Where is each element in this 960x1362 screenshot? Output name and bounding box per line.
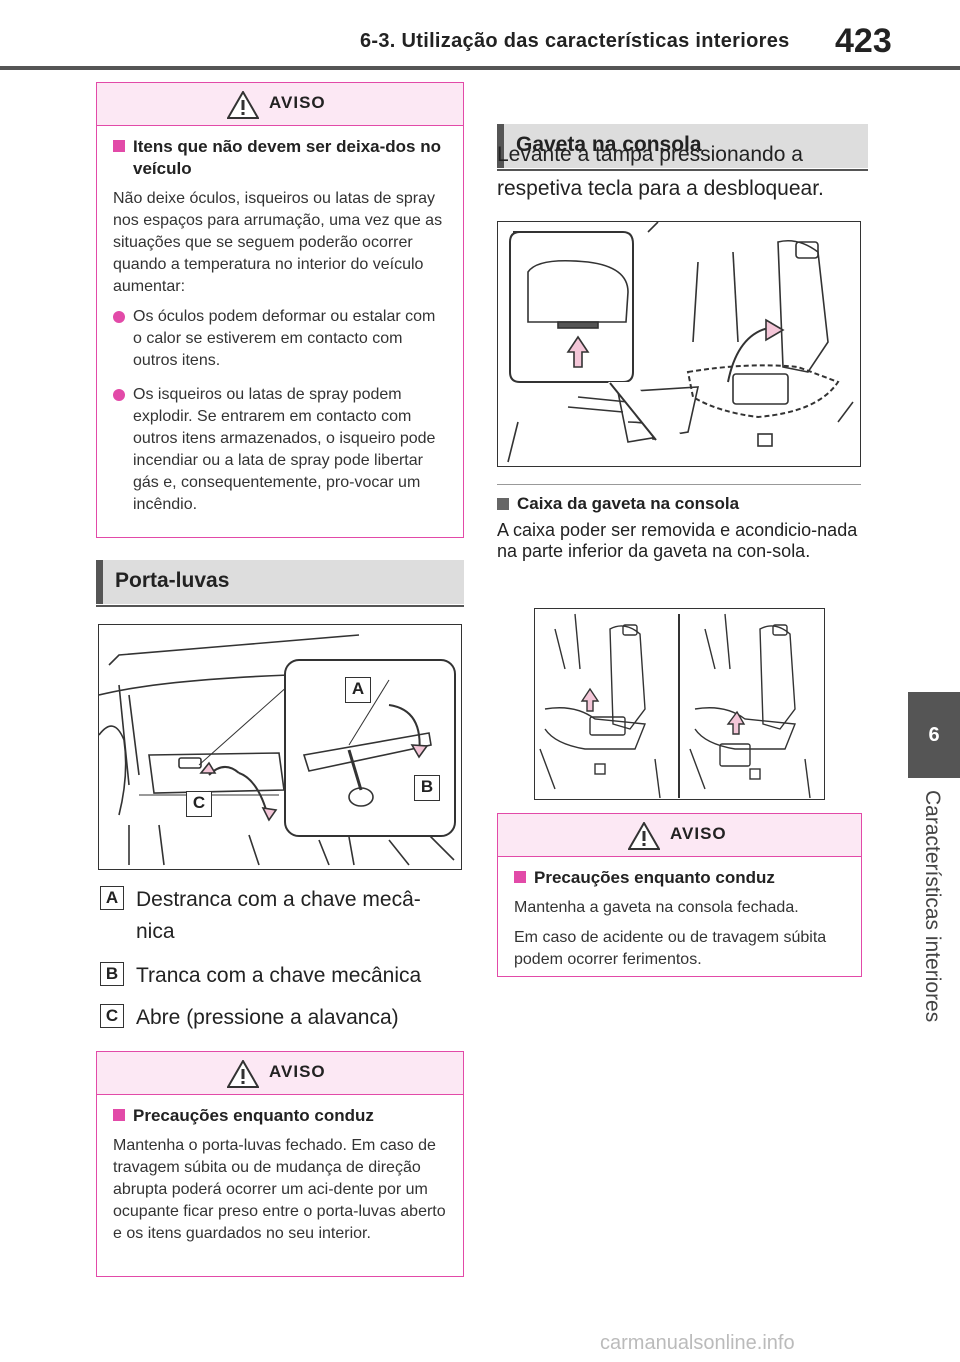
- warning-box-console: AVISO Precauções enquanto conduz Mantenh…: [497, 813, 862, 977]
- section-heading-glovebox: Porta-luvas: [96, 560, 464, 607]
- page-number: 423: [835, 22, 892, 60]
- glovebox-illustration: A B C: [98, 624, 462, 870]
- figure-label-a: A: [345, 677, 371, 703]
- warning-icon: [227, 91, 259, 119]
- warning-heading: Precauções enquanto conduz: [514, 867, 845, 889]
- warning-header: AVISO: [498, 814, 861, 857]
- square-bullet-icon: [113, 1109, 125, 1121]
- warning-text: Mantenha o porta-luvas fechado. Em caso …: [113, 1137, 446, 1242]
- warning-bullet: Os óculos podem deformar ou estalar com …: [113, 306, 447, 372]
- bullet-dot-icon: [113, 389, 125, 401]
- warning-text: Mantenha a gaveta na consola fechada.: [514, 899, 799, 916]
- square-bullet-icon: [113, 140, 125, 152]
- square-bullet-icon: [497, 498, 509, 510]
- warning-text: Em caso de acidente ou de travagem súbit…: [514, 929, 827, 968]
- console-illustration: [497, 221, 861, 467]
- warning-icon: [227, 1060, 259, 1088]
- chapter-tab[interactable]: 6: [908, 692, 960, 778]
- warning-heading: Itens que não devem ser deixa-dos no veí…: [113, 136, 447, 180]
- warning-label: AVISO: [670, 824, 727, 843]
- warning-header: AVISO: [97, 1052, 463, 1095]
- warning-bullet: Os isqueiros ou latas de spray podem exp…: [113, 384, 447, 516]
- warning-header: AVISO: [97, 83, 463, 126]
- bullet-dot-icon: [113, 311, 125, 323]
- console-sub-text: A caixa poder ser removida e acondicio-n…: [497, 520, 858, 561]
- warning-box-glovebox: AVISO Precauções enquanto conduz Mantenh…: [96, 1051, 464, 1277]
- warning-label: AVISO: [269, 1062, 326, 1081]
- header-title: 6-3. Utilização das características inte…: [360, 30, 790, 52]
- chapter-label-text: Características interiores: [921, 790, 944, 1023]
- warning-box-items: AVISO Itens que não devem ser deixa-dos …: [96, 82, 464, 538]
- chapter-label: Características interiores: [914, 790, 954, 1050]
- figure-label-c: C: [186, 791, 212, 817]
- warning-icon: [628, 822, 660, 850]
- console-sub-heading: Caixa da gaveta na consola: [497, 494, 857, 514]
- warning-intro: Não deixe óculos, isqueiros ou latas de …: [113, 190, 443, 295]
- figure-label-b: B: [414, 775, 440, 801]
- watermark: carmanualsonline.info: [600, 1332, 795, 1354]
- section-heading-console: Gaveta na consola: [497, 124, 868, 171]
- console-box-illustration: [534, 608, 825, 800]
- header-rule: [0, 66, 960, 70]
- warning-label: AVISO: [269, 93, 326, 112]
- warning-heading: Precauções enquanto conduz: [113, 1105, 447, 1127]
- square-bullet-icon: [514, 871, 526, 883]
- sub-divider: [497, 484, 861, 485]
- console-intro: Levante a tampa pressionando a respetiva…: [497, 143, 824, 200]
